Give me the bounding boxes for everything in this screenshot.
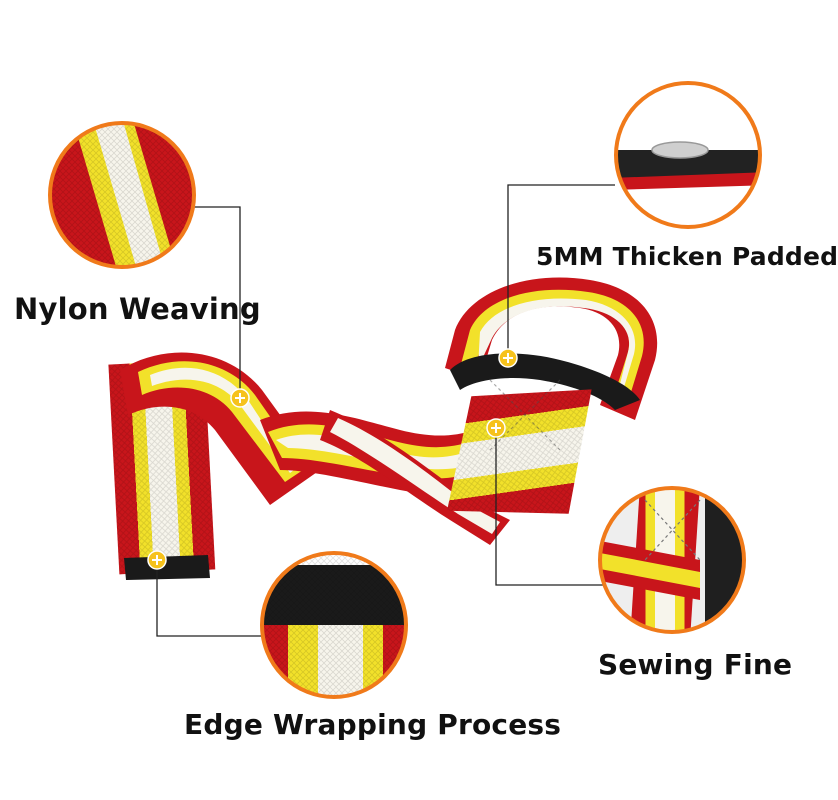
padding	[450, 353, 640, 410]
callout-edge-wrapping	[260, 551, 408, 699]
stitching	[489, 379, 561, 451]
plus-marker-icon	[147, 550, 167, 570]
label-edge-wrapping: Edge Wrapping Process	[184, 708, 562, 741]
product-infographic: Nylon Weaving 5MM Thicken Padded Sewing …	[14, 81, 838, 741]
callout-thicken-padded	[614, 81, 762, 229]
plus-marker-icon	[498, 348, 518, 368]
plus-markers	[147, 348, 518, 570]
plus-marker-icon	[486, 418, 506, 438]
label-thicken-padded: 5MM Thicken Padded	[536, 242, 838, 271]
label-sewing-fine: Sewing Fine	[598, 648, 793, 681]
callout-sewing-fine	[598, 486, 746, 634]
label-nylon-weaving: Nylon Weaving	[14, 292, 261, 326]
edge-binding	[124, 555, 210, 580]
plus-marker-icon	[230, 388, 250, 408]
strap-illustration	[48, 81, 762, 699]
callout-nylon-weaving	[48, 121, 196, 269]
leader-lines	[156, 184, 615, 637]
strap	[108, 277, 658, 580]
